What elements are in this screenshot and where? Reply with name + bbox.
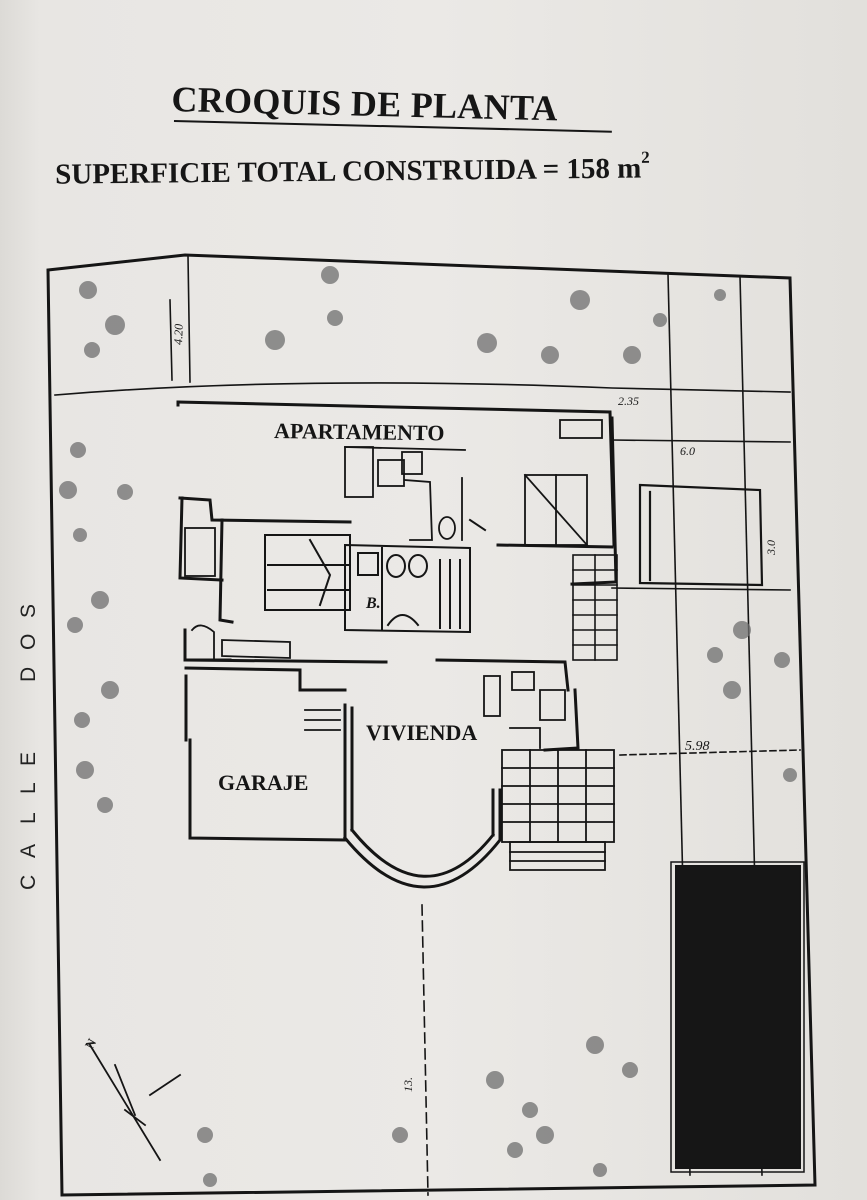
house-fixtures <box>190 624 566 749</box>
street-letter-2: A <box>17 844 40 858</box>
dimension-north-setback: 4.20 <box>171 324 186 345</box>
entrance-stair <box>501 749 615 871</box>
dimension-east-side-mid: 3.0 <box>764 540 778 556</box>
street-letter-5: E <box>17 752 40 766</box>
apartment-side-stair <box>572 554 618 661</box>
dark-hatched-area <box>675 865 801 1169</box>
room-label-garage: GARAJE <box>218 770 308 795</box>
lot-boundary <box>46 253 817 1197</box>
street-letter-1: C <box>17 875 40 890</box>
dimension-south-axis: 13. <box>401 1077 415 1092</box>
apartment-fixtures <box>184 419 603 577</box>
room-label-apartment: APARTAMENTO <box>274 418 445 445</box>
street-label-calle-dos: C A L L E D O S <box>17 604 40 890</box>
dimension-east-side-top: 6.0 <box>680 444 695 458</box>
apartment-walls <box>176 400 618 624</box>
house-walls <box>183 628 580 889</box>
annex-structure <box>638 483 764 587</box>
vegetation <box>59 266 797 1187</box>
street-letter-7: O <box>17 634 40 650</box>
dimension-east-lower: 5.98 <box>685 739 710 754</box>
street-letter-6: D <box>17 667 40 682</box>
north-arrow <box>88 1043 182 1162</box>
street-letter-3: L <box>17 812 40 824</box>
room-label-house: VIVIENDA <box>366 720 477 745</box>
street-letter-8: S <box>17 604 40 618</box>
dimension-east-top: 2.35 <box>618 394 639 408</box>
north-arrow-label: N <box>82 1035 100 1051</box>
bathroom-mark: B. <box>365 595 381 612</box>
street-letter-4: L <box>17 782 40 794</box>
hatched-area-border <box>670 861 805 1173</box>
central-stair-block <box>264 518 487 634</box>
